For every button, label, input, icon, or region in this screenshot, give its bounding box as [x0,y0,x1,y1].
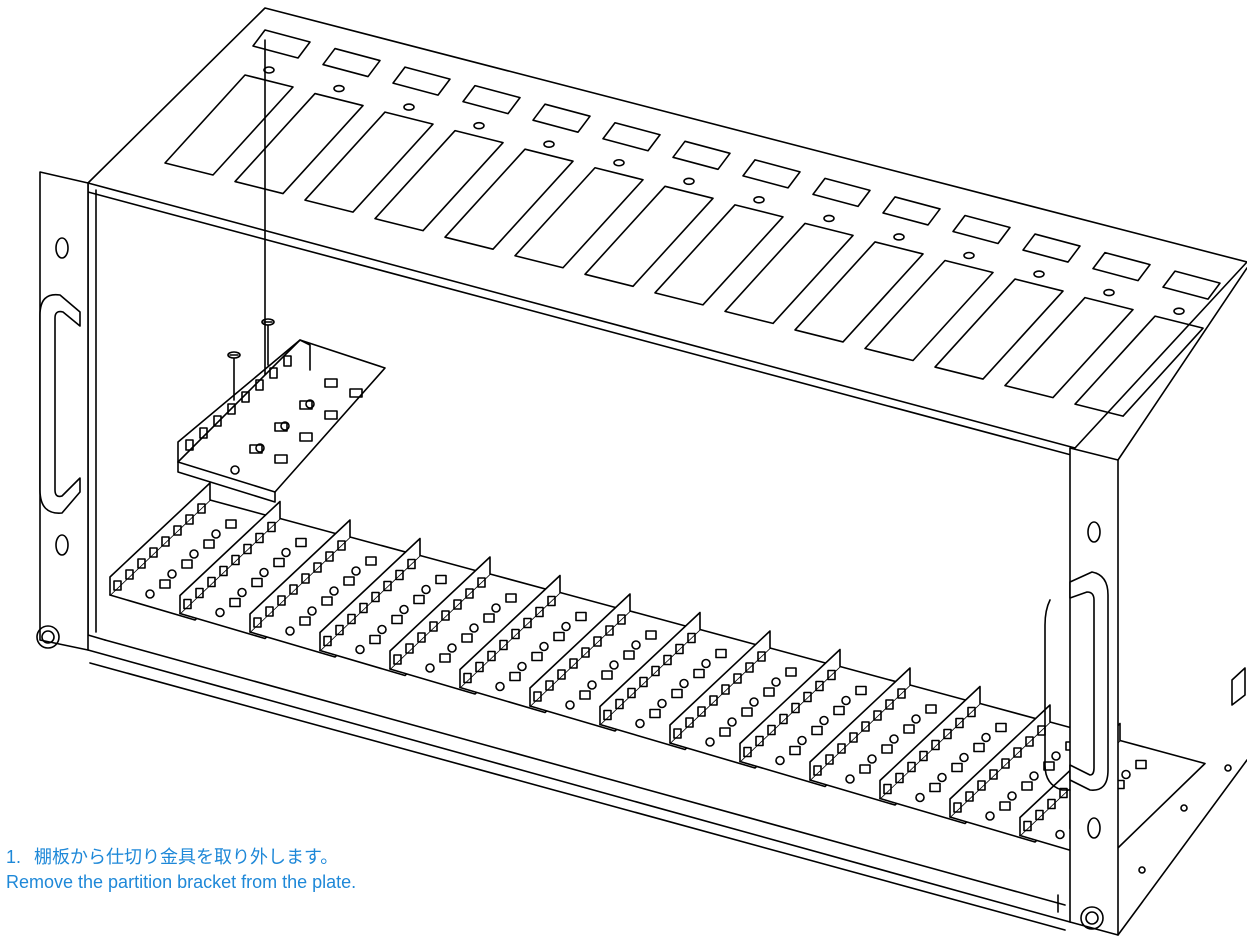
right-side-panel [1117,267,1247,936]
top-panel-vents [164,29,1221,417]
screw-1 [261,318,275,366]
top-panel [87,7,1247,457]
instruction-text-ja: 棚板から仕切り金具を取り外します。 [34,847,339,868]
thumb-screw-right [1080,906,1104,930]
instruction-caption: 1. 棚板から仕切り金具を取り外します。 Remove the partition… [6,845,356,894]
partition-rails [109,482,1206,862]
base-shelf [87,639,1071,931]
instruction-line-ja: 1. 棚板から仕切り金具を取り外します。 [6,845,356,870]
right-handle [1069,571,1109,791]
left-handle [39,293,81,514]
step-number: 1. [6,847,22,867]
screw-2 [227,351,241,401]
partition-bracket [177,339,386,503]
thumb-screw-left [36,625,60,649]
instruction-text-en: Remove the partition bracket from the pl… [6,872,357,892]
